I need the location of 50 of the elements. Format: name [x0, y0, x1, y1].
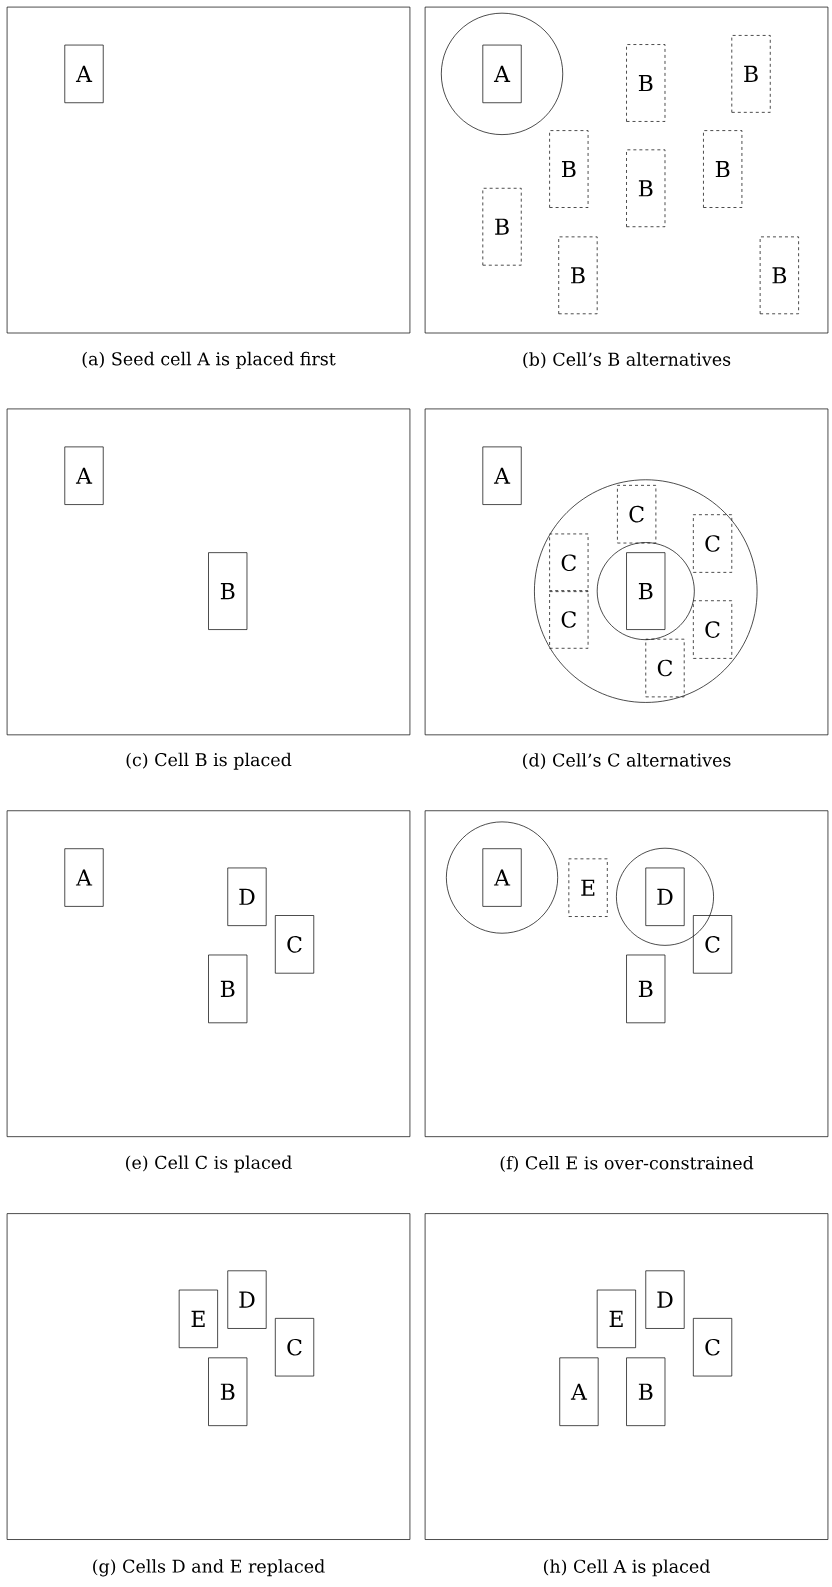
- candidate-box: B: [626, 149, 666, 228]
- candidate-box: C: [693, 514, 733, 573]
- range-circle: [596, 542, 695, 641]
- cell-box: A: [559, 1357, 599, 1426]
- candidate-box: B: [703, 130, 743, 208]
- range-circle: [446, 821, 559, 934]
- cell-box: D: [645, 1270, 685, 1329]
- panel-caption: (d) Cell’s C alternatives: [523, 753, 731, 770]
- candidate-box: B: [626, 44, 666, 122]
- panel-caption: (g) Cells D and E replaced: [93, 1559, 325, 1577]
- cell-box: B: [208, 552, 248, 630]
- range-circle: [440, 12, 564, 135]
- candidate-box: B: [482, 187, 522, 266]
- cell-box: C: [693, 1318, 733, 1377]
- cell-box: A: [64, 446, 104, 505]
- panel-caption: (e) Cell C is placed: [126, 1155, 292, 1173]
- candidate-box: C: [549, 533, 589, 592]
- panel-caption: (h) Cell A is placed: [543, 1559, 710, 1577]
- cell-box: A: [482, 44, 522, 104]
- cell-box: C: [274, 1318, 315, 1377]
- cell-box: C: [693, 915, 733, 974]
- candidate-box: B: [549, 130, 589, 208]
- cell-box: B: [626, 552, 666, 630]
- candidate-box: B: [759, 236, 799, 315]
- cell-box: B: [208, 954, 248, 1024]
- cell-box: E: [178, 1289, 218, 1349]
- candidate-box: B: [558, 236, 598, 315]
- cell-box: D: [227, 1270, 267, 1329]
- cell-box: D: [645, 867, 685, 926]
- candidate-box: C: [617, 485, 657, 544]
- panel-caption: (f) Cell E is over-constrained: [500, 1156, 754, 1172]
- cell-box: A: [64, 44, 104, 104]
- cell-box: A: [482, 848, 522, 907]
- candidate-box: C: [549, 590, 589, 649]
- cell-box: B: [626, 954, 666, 1024]
- panel-caption: (b) Cell’s B alternatives: [523, 352, 731, 369]
- cell-box: A: [482, 446, 522, 505]
- cell-box: B: [626, 1357, 666, 1426]
- candidate-box: C: [645, 638, 685, 698]
- cell-box: D: [227, 867, 267, 926]
- cell-box: A: [64, 848, 104, 907]
- candidate-box: E: [568, 858, 608, 917]
- panel-caption: (c) Cell B is placed: [126, 752, 292, 770]
- candidate-box: C: [693, 600, 733, 659]
- candidate-box: B: [731, 35, 771, 113]
- cell-box: B: [208, 1357, 248, 1426]
- cell-box: C: [274, 915, 315, 974]
- range-circle: [534, 479, 758, 703]
- panel-caption: (a) Seed cell A is placed first: [82, 351, 336, 369]
- cell-box: E: [596, 1289, 636, 1349]
